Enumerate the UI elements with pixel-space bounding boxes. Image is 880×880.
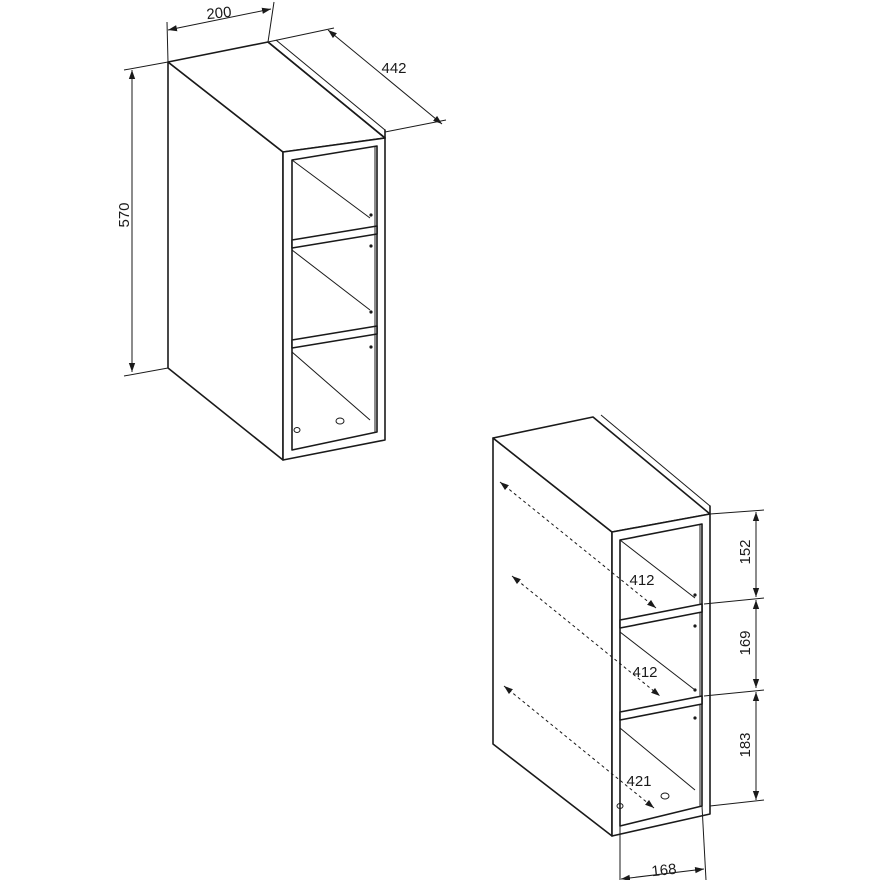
dim-depth-label: 442 bbox=[381, 60, 406, 77]
dim-shelf-depth-top: 412 bbox=[629, 572, 654, 589]
cabinet-lower: 412 412 421 152 169 183 168 bbox=[492, 414, 765, 880]
dim-shelf-depth-bottom: 421 bbox=[626, 773, 651, 790]
dim-width-label: 200 bbox=[206, 4, 233, 24]
upper-shelf-2 bbox=[291, 325, 378, 349]
dim-height-label: 570 bbox=[116, 202, 133, 227]
dim-shelf-depth-middle: 412 bbox=[632, 664, 657, 681]
dim-compartment-top: 152 bbox=[737, 539, 754, 564]
cabinet-upper: 200 442 570 bbox=[116, 1, 447, 461]
dim-inner-width: 168 bbox=[651, 861, 678, 880]
dim-compartment-middle: 169 bbox=[737, 630, 754, 655]
upper-front-frame bbox=[282, 137, 386, 461]
dim-compartment-bottom: 183 bbox=[737, 732, 754, 757]
upper-shelf-1 bbox=[291, 225, 378, 249]
